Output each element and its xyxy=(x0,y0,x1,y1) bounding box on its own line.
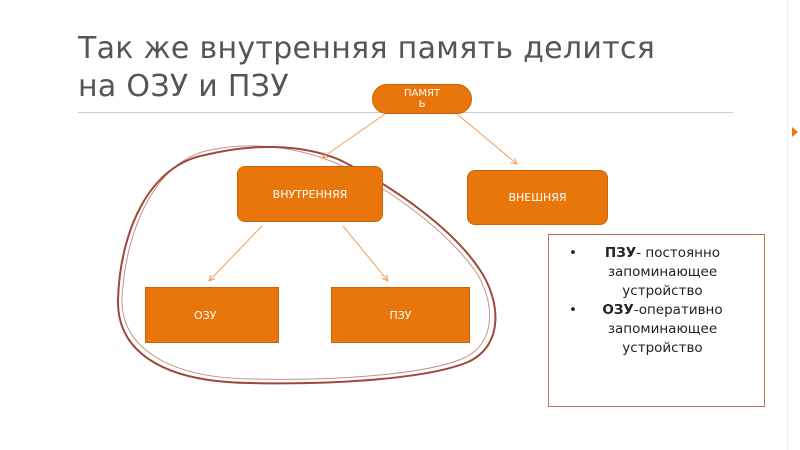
definition-term: ПЗУ xyxy=(604,245,637,261)
node-rom: ПЗУ xyxy=(331,287,470,343)
node-internal-memory: ВНУТРЕННЯЯ xyxy=(237,166,383,222)
connector-internal-pzu xyxy=(342,225,388,281)
definitions-box: •ПЗУ- постоянно запоминающее устройство … xyxy=(548,234,765,407)
definition-item-pzu: • ПЗУ- постоянно запоминающее устройство xyxy=(555,244,758,301)
enclosure-loop xyxy=(116,146,497,385)
connector-internal-ozu xyxy=(209,225,263,281)
slide-title-line-2: на ОЗУ и ПЗУ xyxy=(78,69,289,104)
node-memory: ПАМЯТЬ xyxy=(372,84,472,114)
node-ram: ОЗУ xyxy=(145,287,279,343)
slide-title-line-1: Так же внутренняя память делится xyxy=(78,31,656,66)
bullet-icon: • xyxy=(569,245,577,261)
definition-text: - постоянно запоминающее устройство xyxy=(607,245,721,299)
connector-root-external xyxy=(456,113,517,164)
slide-edge-arrow-icon xyxy=(792,127,798,137)
slide-title: Так же внутренняя память делится на ОЗУ … xyxy=(78,30,718,106)
connector-root-internal xyxy=(322,113,386,158)
bullet-icon: • xyxy=(569,302,577,318)
definition-term: ОЗУ xyxy=(602,302,634,318)
definition-item-ozu: • ОЗУ-оперативно запоминающее устройство xyxy=(555,301,758,358)
node-external-memory: ВНЕШНЯЯ xyxy=(467,170,608,225)
slide-edge xyxy=(787,0,800,450)
definition-text: -оперативно запоминающее устройство xyxy=(607,302,723,356)
